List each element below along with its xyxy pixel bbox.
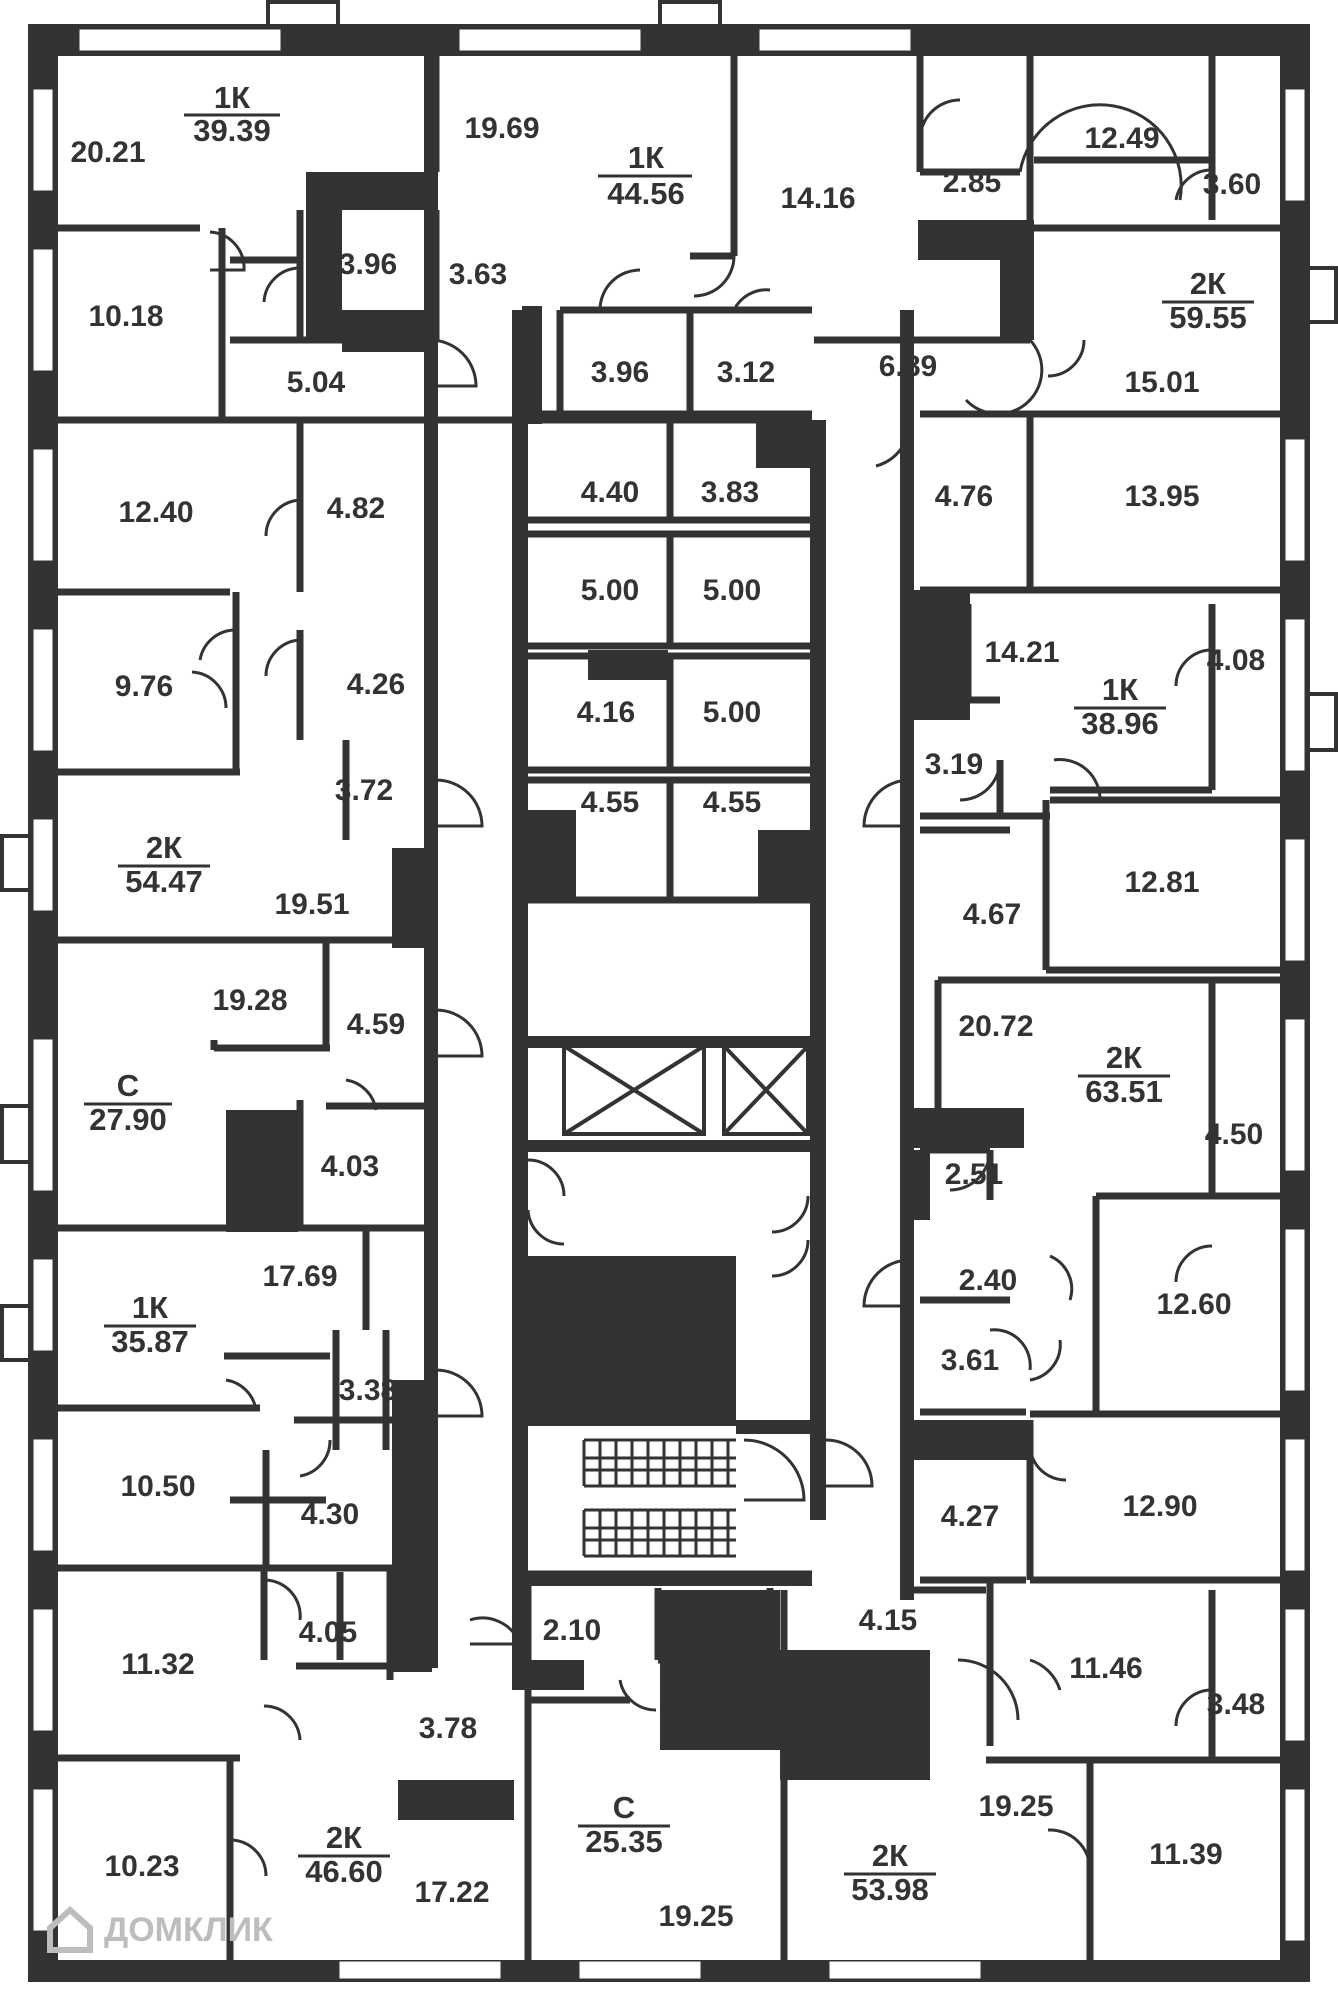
domclick-logo-icon — [47, 1905, 93, 1953]
apartment-area: 44.56 — [607, 176, 685, 211]
apartment-type: 2К — [326, 1820, 362, 1855]
room-area: 4.59 — [347, 1008, 405, 1041]
room-area: 17.69 — [262, 1260, 337, 1293]
apartment-area: 35.87 — [111, 1324, 189, 1359]
room-area: 5.00 — [703, 574, 761, 607]
room-area: 4.00 — [687, 1628, 745, 1661]
room-area: 3.61 — [941, 1344, 999, 1377]
room-area: 4.82 — [327, 492, 385, 525]
apartment-area: 54.47 — [125, 864, 203, 899]
room-area: 3.48 — [1207, 1688, 1265, 1721]
apartment-type: 1К — [214, 80, 250, 115]
room-area: 5.00 — [703, 696, 761, 729]
room-area: 6.89 — [879, 350, 937, 383]
room-area: 10.18 — [88, 300, 163, 333]
apartment-type: С — [117, 1068, 139, 1103]
apartment-type: 2К — [146, 830, 182, 865]
room-area: 5.04 — [287, 366, 346, 399]
apartment-area: 38.96 — [1081, 706, 1159, 741]
room-area: 11.39 — [1149, 1838, 1222, 1871]
apartment-type: 1К — [1102, 672, 1138, 707]
room-area: 3.60 — [1203, 168, 1261, 201]
room-area: 19.28 — [212, 984, 287, 1017]
room-area: 20.72 — [958, 1010, 1033, 1043]
apartment-area: 63.51 — [1085, 1074, 1163, 1109]
room-area: 4.27 — [941, 1500, 999, 1533]
room-area: 19.25 — [658, 1900, 733, 1933]
stairs — [582, 1438, 736, 1558]
room-area: 17.22 — [414, 1876, 489, 1909]
room-labels: 20.21 19.69 14.16 12.49 3.60 2.85 10.18 … — [70, 112, 1265, 1933]
apartment-area: 27.90 — [89, 1102, 167, 1137]
room-area: 2.85 — [943, 166, 1001, 199]
room-area: 2.10 — [543, 1614, 601, 1647]
partition-walls — [58, 56, 1280, 1960]
room-area: 4.55 — [703, 786, 761, 819]
room-area: 4.08 — [1207, 644, 1265, 677]
room-area: 4.30 — [301, 1498, 359, 1531]
room-area: 15.01 — [1124, 366, 1199, 399]
room-area: 4.16 — [577, 696, 635, 729]
room-area: 4.40 — [581, 476, 639, 509]
room-area: 3.78 — [419, 1712, 477, 1745]
room-area: 5.00 — [581, 574, 639, 607]
room-area: 3.19 — [925, 748, 983, 781]
room-area: 4.03 — [321, 1150, 379, 1183]
room-area: 3.83 — [701, 476, 759, 509]
apartment-type: 1К — [132, 1290, 168, 1325]
apartment-area: 39.39 — [193, 113, 271, 148]
apartment-type: 2К — [1106, 1040, 1142, 1075]
room-area: 9.76 — [115, 670, 173, 703]
room-area: 4.15 — [859, 1604, 917, 1637]
window-openings — [33, 29, 1305, 1979]
room-area: 4.05 — [299, 1616, 357, 1649]
apartment-type: С — [613, 1790, 635, 1825]
apartment-labels: 1К 39.39 1К 44.56 2К 59.55 1К 38.96 2К 5… — [84, 80, 1254, 1907]
room-area: 10.23 — [104, 1850, 179, 1883]
apartment-type: 2К — [872, 1838, 908, 1873]
structural-walls — [28, 24, 1310, 1982]
room-area: 12.49 — [1084, 122, 1159, 155]
room-area: 4.67 — [963, 898, 1021, 931]
apartment-area: 59.55 — [1169, 300, 1247, 335]
room-area: 4.50 — [1205, 1118, 1263, 1151]
room-area: 12.60 — [1156, 1288, 1231, 1321]
room-area: 4.26 — [347, 668, 405, 701]
room-area: 3.12 — [717, 356, 775, 389]
apartment-type: 1К — [628, 140, 664, 175]
room-area: 11.46 — [1069, 1652, 1142, 1685]
room-area: 3.38 — [339, 1374, 397, 1407]
doors — [191, 98, 1213, 1877]
room-area: 10.50 — [120, 1470, 195, 1503]
room-area: 3.72 — [335, 774, 393, 807]
room-area: 2.40 — [959, 1264, 1017, 1297]
elevator-shafts — [530, 1044, 810, 1362]
room-area: 4.55 — [581, 786, 639, 819]
apartment-area: 46.60 — [305, 1854, 383, 1889]
room-area: 14.21 — [984, 636, 1059, 669]
room-area: 19.51 — [274, 888, 349, 921]
room-area: 4.76 — [935, 480, 993, 513]
room-area: 14.16 — [780, 182, 855, 215]
room-area: 12.81 — [1124, 866, 1199, 899]
room-area: 11.32 — [121, 1648, 194, 1681]
room-area: 4.25 — [817, 1682, 875, 1715]
apartment-area: 25.35 — [585, 1824, 663, 1859]
room-area: 19.69 — [464, 112, 539, 145]
room-area: 13.95 — [1124, 480, 1199, 513]
apartment-type: 2К — [1190, 266, 1226, 301]
watermark-text: ДОМКЛИК — [104, 1911, 273, 1949]
room-area: 3.96 — [339, 248, 397, 281]
apartment-area: 53.98 — [851, 1872, 929, 1907]
room-area: 12.40 — [118, 496, 193, 529]
room-area: 20.21 — [70, 136, 145, 169]
room-area: 3.96 — [591, 356, 649, 389]
watermark: ДОМКЛИК — [47, 1905, 273, 1953]
room-area: 2.51 — [945, 1158, 1003, 1191]
room-area: 12.90 — [1122, 1490, 1197, 1523]
room-area: 3.63 — [449, 258, 507, 291]
room-area: 19.25 — [978, 1790, 1053, 1823]
